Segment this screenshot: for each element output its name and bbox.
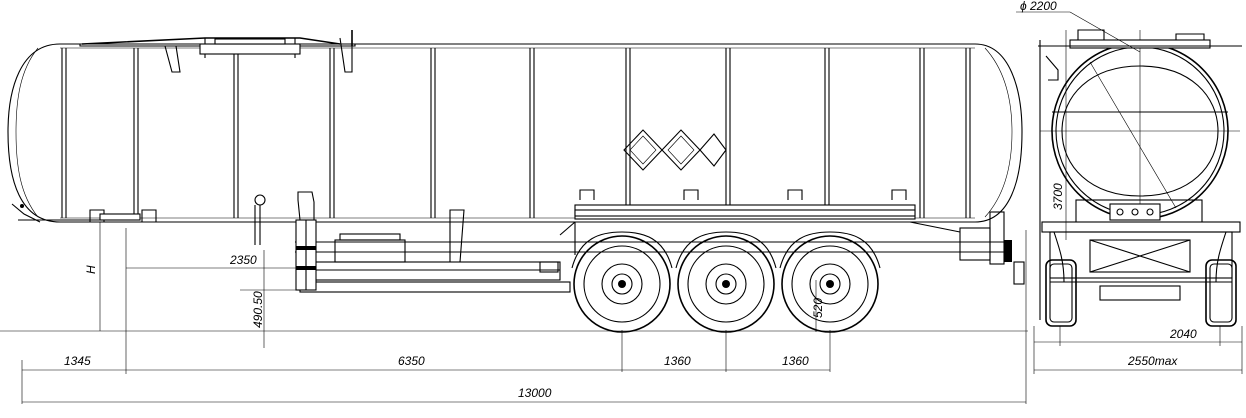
side-dimension-lines xyxy=(0,222,1028,404)
rear-view-walkway xyxy=(1038,29,1242,320)
overall-height-label: 3700 xyxy=(1051,183,1065,210)
hazard-sign-plate xyxy=(623,129,727,171)
handrail-supports xyxy=(579,189,907,200)
rear-view-wheels xyxy=(1045,259,1237,327)
rear-view-tank xyxy=(1040,30,1240,220)
top-walkway xyxy=(79,30,356,73)
front-supports xyxy=(11,203,157,223)
coupling-offset-label: 2350 xyxy=(229,253,257,267)
landing-gear xyxy=(295,191,317,291)
auxiliary-equipment xyxy=(334,209,1025,285)
fifth-wheel-height-label: 490.50 xyxy=(251,291,265,328)
diameter-label: ϕ 2200 xyxy=(1020,0,1057,13)
max-width-label: 2550max xyxy=(1127,354,1178,368)
wheel-axle-1 xyxy=(571,231,673,333)
front-overhang-label: 1345 xyxy=(64,354,91,368)
rear-view-frame xyxy=(1041,199,1241,301)
tank-body xyxy=(7,43,1023,223)
track-width-label: 2040 xyxy=(1169,327,1197,341)
wheel-axle-3 xyxy=(779,231,881,333)
chassis-frame xyxy=(295,204,1010,293)
bottom-valve xyxy=(254,194,266,245)
overall-length-label: 13000 xyxy=(518,386,552,400)
axle-spacing-2-label: 1360 xyxy=(782,354,809,368)
kingpin-to-axle-label: 6350 xyxy=(398,354,425,368)
wheel-radius-label: 520 xyxy=(811,298,825,318)
wheel-axle-2 xyxy=(675,231,777,333)
axle-spacing-1-label: 1360 xyxy=(664,354,691,368)
rear-dimension-lines xyxy=(1016,11,1243,374)
tank-ribs xyxy=(61,48,971,218)
h-symbol-label: H xyxy=(84,265,98,274)
